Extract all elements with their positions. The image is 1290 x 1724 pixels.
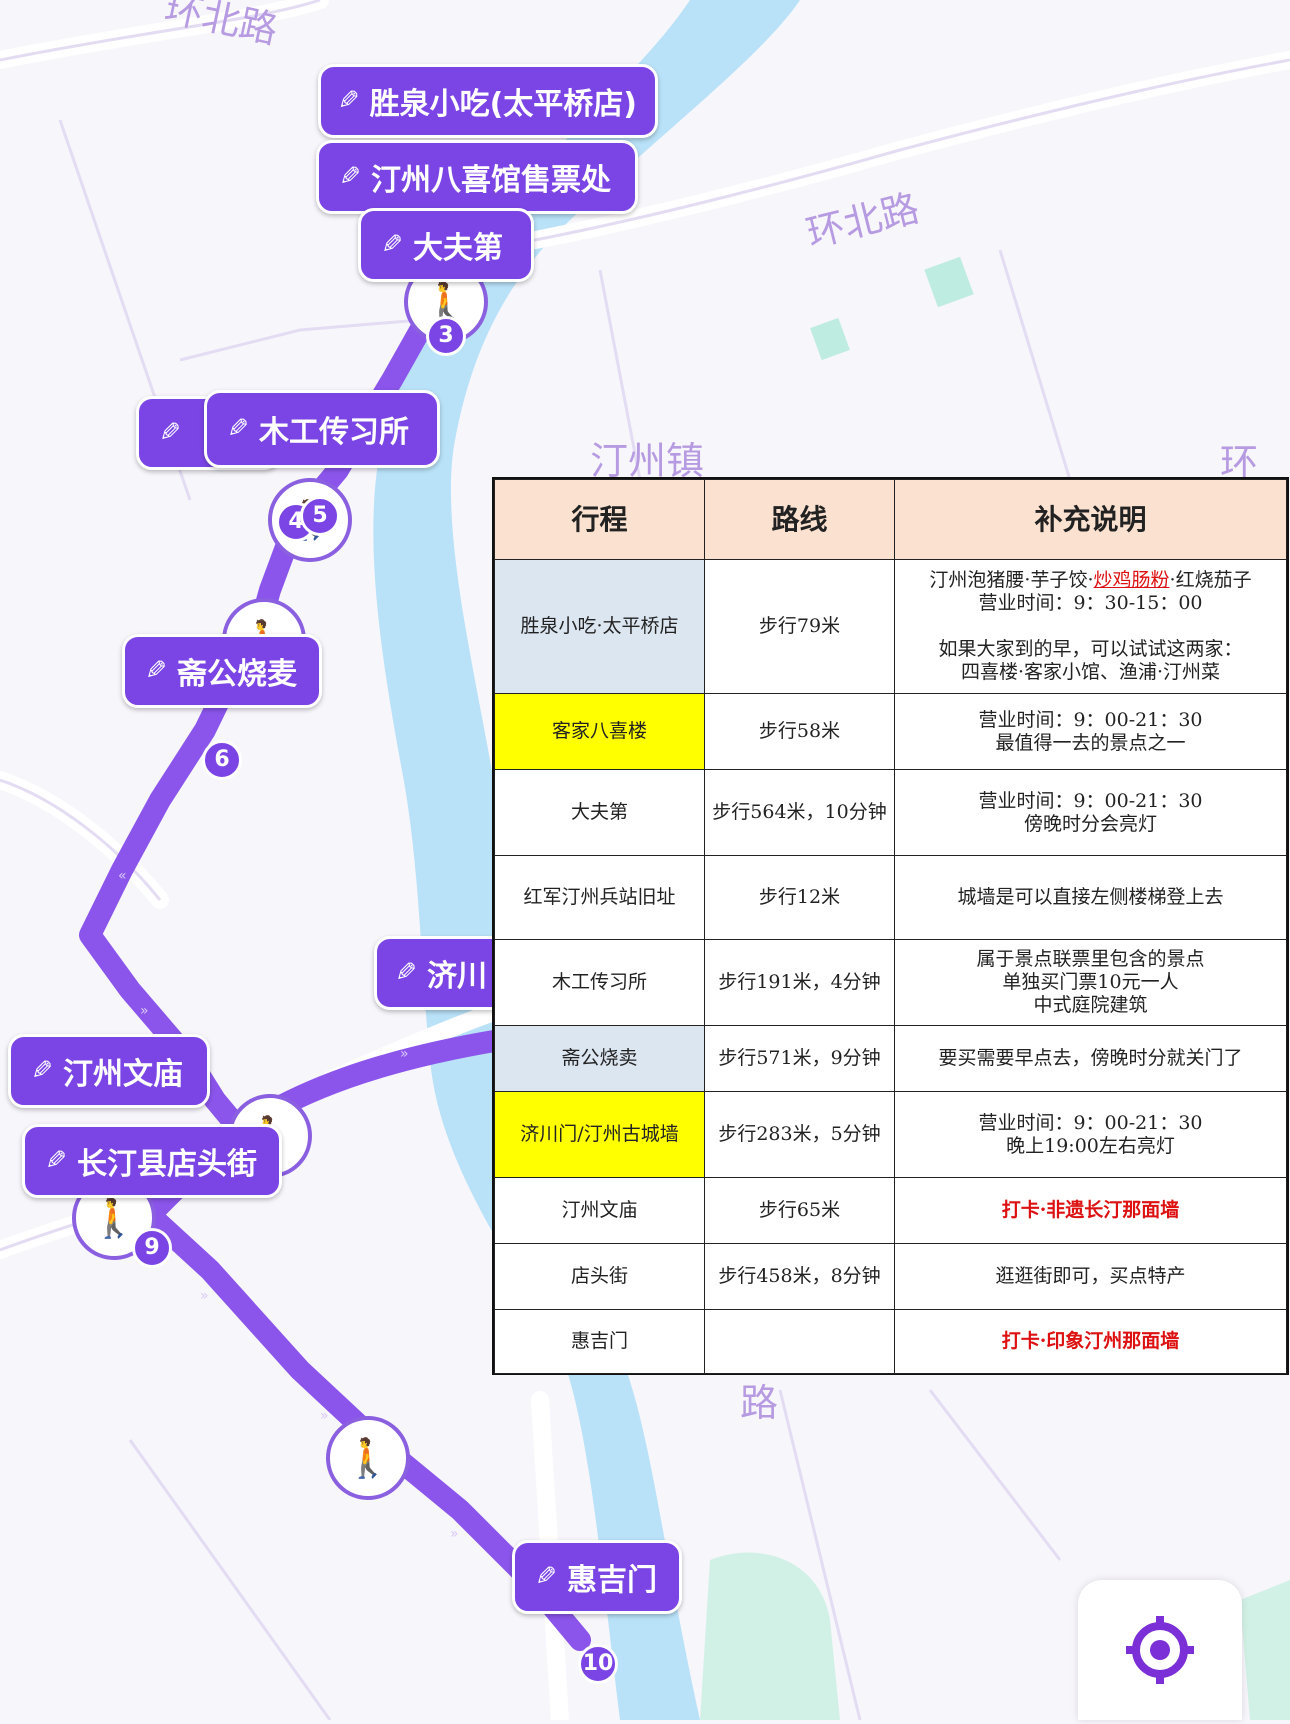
cell-place: 济川门/汀州古城墙	[494, 1091, 705, 1178]
cell-route	[704, 1309, 895, 1374]
cell-route: 步行283米，5分钟	[704, 1091, 895, 1178]
svg-text:»: »	[140, 1003, 149, 1019]
cell-route: 步行191米，4分钟	[704, 939, 895, 1026]
park-area	[700, 1552, 840, 1720]
stop-number-5[interactable]: 5	[300, 496, 340, 536]
pencil-icon: ✎	[45, 1146, 67, 1176]
table-row: 惠吉门 打卡·印象汀州那面墙	[494, 1309, 1287, 1374]
place-pin-huijimen[interactable]: ✎惠吉门	[512, 1540, 682, 1614]
pencil-icon: ✎	[31, 1056, 53, 1086]
pencil-icon: ✎	[227, 414, 249, 444]
pencil-icon: ✎	[337, 86, 360, 116]
cell-route: 步行12米	[704, 855, 895, 940]
cell-place: 胜泉小吃·太平桥店	[494, 559, 705, 694]
cell-route: 步行564米，10分钟	[704, 769, 895, 856]
table-row: 胜泉小吃·太平桥店 步行79米 汀州泡猪腰·芋子饺·炒鸡肠粉·红烧茄子 营业时间…	[494, 559, 1287, 694]
walking-route	[79, 284, 591, 1651]
place-pin-dafudi[interactable]: ✎大夫第	[358, 208, 534, 282]
cell-route: 步行65米	[704, 1177, 895, 1244]
cell-place: 汀州文庙	[494, 1177, 705, 1244]
place-pin-shengquan[interactable]: ✎胜泉小吃(太平桥店)	[318, 64, 658, 138]
header-itinerary: 行程	[494, 479, 705, 560]
cell-route: 步行458米，8分钟	[704, 1243, 895, 1310]
svg-text:»: »	[200, 1288, 209, 1304]
header-route: 路线	[704, 479, 895, 560]
stop-number-6[interactable]: 6	[202, 740, 242, 780]
cell-place: 大夫第	[494, 769, 705, 856]
park-area	[810, 317, 850, 361]
table-row: 红军汀州兵站旧址 步行12米 城墙是可以直接左侧楼梯登上去	[494, 855, 1287, 940]
walking-person-icon: 🚶	[90, 1196, 138, 1240]
svg-text:»: »	[320, 1408, 329, 1424]
pencil-icon: ✎	[145, 656, 167, 686]
cell-route: 步行79米	[704, 559, 895, 694]
table-row: 木工传习所 步行191米，4分钟 属于景点联票里包含的景点单独买门票10元一人中…	[494, 939, 1287, 1026]
walker-marker[interactable]: 🚶	[326, 1416, 410, 1500]
place-pin-diantoujie[interactable]: ✎长汀县店头街	[22, 1124, 282, 1198]
stop-number-10[interactable]: 10	[578, 1644, 618, 1684]
stop-number-9[interactable]: 9	[132, 1228, 172, 1268]
table-row: 斋公烧卖 步行571米，9分钟 要买需要早点去，傍晚时分就关门了	[494, 1025, 1287, 1092]
place-pin-jichuan[interactable]: ✎济川	[374, 936, 508, 1010]
place-pin-mugong[interactable]: ✎木工传习所	[204, 390, 440, 468]
pencil-icon: ✎	[381, 230, 403, 260]
table-row: 汀州文庙 步行65米 打卡·非遗长汀那面墙	[494, 1177, 1287, 1244]
highlight-dish: 炒鸡肠粉	[1093, 569, 1170, 591]
svg-text:«: «	[118, 868, 127, 884]
pencil-icon: ✎	[339, 162, 361, 192]
cell-place: 惠吉门	[494, 1309, 705, 1374]
stop-number-3[interactable]: 3	[426, 316, 466, 356]
pencil-icon: ✎	[535, 1562, 557, 1592]
header-notes: 补充说明	[894, 479, 1287, 560]
cell-route: 步行571米，9分钟	[704, 1025, 895, 1092]
cell-route: 步行58米	[704, 693, 895, 770]
park-area	[924, 256, 974, 308]
cell-place: 斋公烧卖	[494, 1025, 705, 1092]
itinerary-table: 行程 路线 补充说明 胜泉小吃·太平桥店 步行79米 汀州泡猪腰·芋子饺·炒鸡肠…	[492, 477, 1289, 1375]
cell-note: 城墙是可以直接左侧楼梯登上去	[894, 855, 1287, 940]
pencil-icon: ✎	[395, 958, 417, 988]
table-row: 店头街 步行458米，8分钟 逛逛街即可，买点特产	[494, 1243, 1287, 1310]
cell-place: 红军汀州兵站旧址	[494, 855, 705, 940]
cell-note: 要买需要早点去，傍晚时分就关门了	[894, 1025, 1287, 1092]
svg-text:»: »	[450, 1526, 459, 1542]
walking-person-icon: 🚶	[344, 1436, 392, 1480]
svg-text:»: »	[400, 1046, 409, 1062]
park-area	[1240, 1580, 1290, 1720]
cell-note: 汀州泡猪腰·芋子饺·炒鸡肠粉·红烧茄子 营业时间：9：30-15：00 如果大家…	[894, 559, 1287, 694]
place-pin-baxiguan[interactable]: ✎汀州八喜馆售票处	[316, 140, 638, 214]
road-label-lu: 路	[740, 1381, 779, 1425]
pencil-icon: ✎	[159, 418, 181, 448]
locate-me-button[interactable]	[1078, 1580, 1242, 1720]
cell-note: 打卡·非遗长汀那面墙	[894, 1177, 1287, 1244]
cell-place: 店头街	[494, 1243, 705, 1310]
place-pin-wenmiao[interactable]: ✎汀州文庙	[8, 1034, 210, 1108]
cell-note: 打卡·印象汀州那面墙	[894, 1309, 1287, 1374]
location-target-icon	[1126, 1616, 1194, 1684]
river	[373, 0, 800, 1720]
cell-place: 木工传习所	[494, 939, 705, 1026]
town-label-tingzhou: 汀州镇	[590, 439, 705, 483]
place-pin-zhaigong[interactable]: ✎斋公烧麦	[122, 634, 322, 708]
cell-place: 客家八喜楼	[494, 693, 705, 770]
cell-note: 逛逛街即可，买点特产	[894, 1243, 1287, 1310]
cell-note: 属于景点联票里包含的景点单独买门票10元一人中式庭院建筑	[894, 939, 1287, 1026]
